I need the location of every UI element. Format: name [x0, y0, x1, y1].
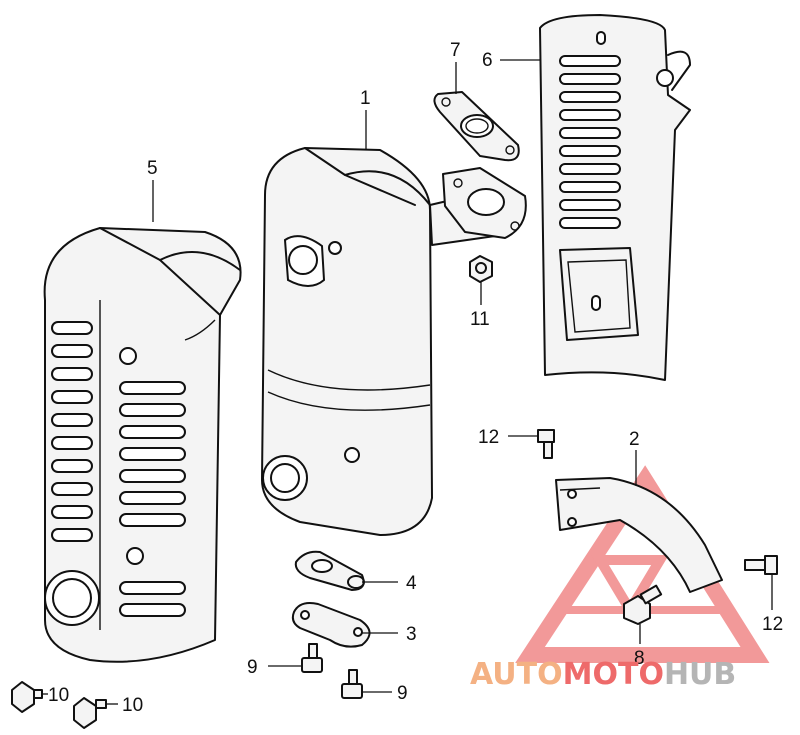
part-12-bolt-right	[744, 555, 778, 575]
callout-9-b: 9	[397, 683, 408, 704]
callout-11: 11	[470, 309, 490, 330]
watermark-moto: MOTO	[563, 657, 664, 692]
part-5-heat-shield-left	[43, 227, 242, 663]
part-4-gasket	[294, 550, 365, 591]
part-1-muffler	[261, 147, 527, 536]
part-11-flange-nut	[469, 255, 493, 283]
callout-9-a: 9	[247, 657, 258, 678]
watermark-hub: HUB	[664, 657, 736, 692]
part-7-exhaust-gasket	[433, 91, 520, 162]
muffler-tailpipe	[262, 455, 308, 501]
callout-3: 3	[406, 624, 417, 645]
callout-2: 2	[629, 429, 640, 450]
callout-10-b: 10	[122, 695, 143, 716]
callout-1: 1	[360, 88, 371, 109]
shield-5-vent-slots-right	[119, 381, 186, 617]
callout-6: 6	[482, 50, 493, 71]
part-10-screw-a	[11, 681, 43, 713]
shield-5-outlet-ring	[44, 570, 100, 626]
callout-labels: 1 2 3 4 5 6 7 8 9 9 10 10 11 12 12	[48, 40, 783, 716]
callout-12-b: 12	[762, 614, 783, 635]
part-9-screw-a	[301, 643, 323, 673]
part-10-screw-b	[73, 697, 107, 729]
watermark-text: AUTOMOTOHUB	[470, 657, 736, 692]
shield-6-vent-slots	[559, 55, 621, 229]
part-12-bolt-upper	[537, 429, 555, 459]
part-3-plate	[291, 602, 371, 648]
leader-lines	[42, 59, 773, 705]
callout-5: 5	[147, 158, 158, 179]
part-6-heat-shield-right	[539, 14, 691, 381]
watermark-auto: AUTO	[470, 657, 563, 692]
callout-8: 8	[634, 648, 645, 669]
svg-text:AUTOMOTOHUB: AUTOMOTOHUB	[470, 657, 736, 692]
callout-7: 7	[450, 40, 461, 61]
callout-10-a: 10	[48, 685, 69, 706]
part-2-muffler-bracket	[555, 477, 723, 593]
callout-4: 4	[406, 573, 417, 594]
callout-12-a: 12	[478, 427, 499, 448]
part-9-screw-b	[341, 669, 363, 699]
shield-5-vent-slots-left	[51, 321, 93, 542]
part-8-bolt	[623, 584, 663, 625]
